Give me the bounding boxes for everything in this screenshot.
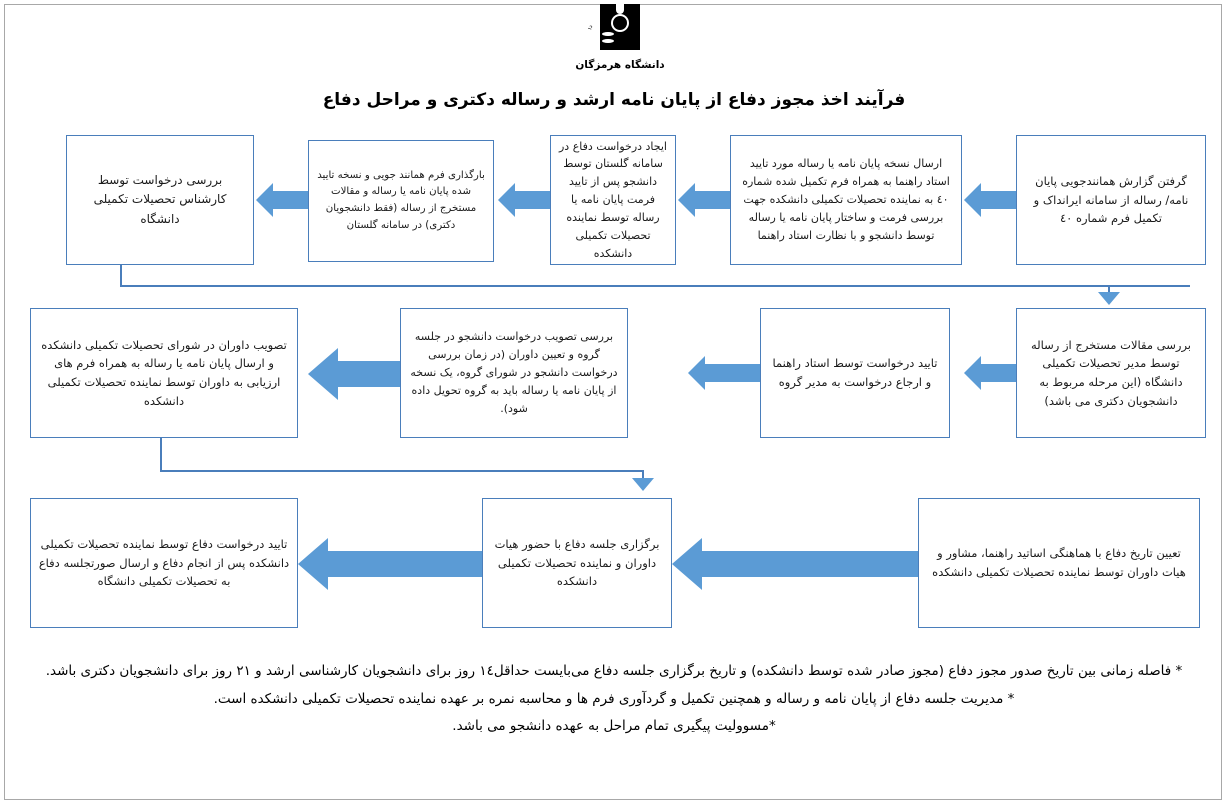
- flow-step-10[interactable]: تعیین تاریخ دفاع با هماهنگی اساتید راهنم…: [918, 498, 1200, 628]
- sun-disc: [613, 16, 627, 30]
- flow-step-3[interactable]: ایجاد درخواست دفاع در سامانه گلستان توسط…: [550, 135, 676, 265]
- connector-step5-across: [120, 285, 1190, 287]
- flow-step-6-text: بررسی مقالات مستخرج از رساله توسط مدیر ت…: [1030, 337, 1191, 408]
- arrow-step10-to-step11: [672, 538, 918, 590]
- flow-step-9[interactable]: تصویب داوران در شورای تحصیلات تکمیلی دان…: [30, 308, 298, 438]
- arrow-step7-to-step8: [688, 356, 760, 390]
- logo-arc-svg: دانشگاه علوم و فناوری: [584, 0, 595, 31]
- flow-step-1[interactable]: گرفتن گزارش همانندجویی پایان نامه/ رساله…: [1016, 135, 1206, 265]
- page-title: فرآیند اخذ مجوز دفاع از پایان نامه ارشد …: [322, 90, 906, 110]
- flow-step-4-text: بارگذاری فرم همانند جویی و نسخه تایید شد…: [317, 169, 485, 231]
- connector-step9-across: [160, 470, 644, 472]
- footnote-3: *مسوولیت پیگیری تمام مراحل به عهده دانشج…: [452, 718, 776, 735]
- flow-step-3-text: ایجاد درخواست دفاع در سامانه گلستان توسط…: [558, 139, 667, 260]
- flow-step-11[interactable]: برگزاری جلسه دفاع با حضور هیات داوران و …: [482, 498, 672, 628]
- flow-step-2-text: ارسال نسخه پایان نامه یا رساله مورد تایی…: [742, 157, 950, 242]
- footnotes: * فاصله زمانی بین تاریخ صدور مجوز دفاع (…: [14, 658, 1214, 741]
- flow-step-10-text: تعیین تاریخ دفاع با هماهنگی اساتید راهنم…: [932, 546, 1186, 579]
- flow-step-5-text: بررسی درخواست توسط کارشناس تحصیلات تکمیل…: [93, 172, 227, 226]
- flow-step-8[interactable]: بررسی تصویب درخواست دانشجو در جلسه گروه …: [400, 308, 628, 438]
- flow-step-11-text: برگزاری جلسه دفاع با حضور هیات داوران و …: [494, 537, 660, 589]
- open-book-emblem-icon: دانشگاه علوم و فناوری: [584, 0, 654, 58]
- connector-step9-down: [160, 438, 162, 472]
- arrow-step11-to-step12: [298, 538, 482, 590]
- wave-2: [602, 39, 638, 45]
- flow-step-5[interactable]: بررسی درخواست توسط کارشناس تحصیلات تکمیل…: [66, 135, 254, 265]
- arrow-step5-to-step6: [1098, 288, 1120, 306]
- university-logo: دانشگاه علوم و فناوری دانشگاه هرمزگان: [540, 0, 700, 80]
- flow-step-2[interactable]: ارسال نسخه پایان نامه یا رساله مورد تایی…: [730, 135, 962, 265]
- flow-step-7[interactable]: تایید درخواست توسط استاد راهنما و ارجاع …: [760, 308, 950, 438]
- flow-step-12[interactable]: تایید درخواست دفاع توسط نماینده تحصیلات …: [30, 498, 298, 628]
- flow-step-8-text: بررسی تصویب درخواست دانشجو در جلسه گروه …: [410, 330, 618, 415]
- connector-step10-drop: [642, 470, 644, 482]
- flow-step-7-text: تایید درخواست توسط استاد راهنما و ارجاع …: [772, 356, 938, 389]
- arrow-step3-to-step4: [498, 183, 550, 217]
- arrow-step9-to-step10: [632, 474, 654, 492]
- connector-step6-drop: [1108, 285, 1110, 297]
- book-spine-notch: [616, 2, 624, 14]
- svg-text:دانشگاه علوم و فناوری: دانشگاه علوم و فناوری: [588, 2, 595, 31]
- connector-step5-down: [120, 265, 122, 287]
- logo-caption: دانشگاه هرمزگان: [575, 59, 665, 71]
- arrow-step4-to-step5: [256, 183, 308, 217]
- arrow-step6-to-step7: [964, 356, 1016, 390]
- wave-1: [602, 32, 638, 38]
- footnote-1: * فاصله زمانی بین تاریخ صدور مجوز دفاع (…: [45, 663, 1183, 679]
- flow-step-12-text: تایید درخواست دفاع توسط نماینده تحصیلات …: [38, 537, 290, 589]
- flow-step-6[interactable]: بررسی مقالات مستخرج از رساله توسط مدیر ت…: [1016, 308, 1206, 438]
- flow-step-9-text: تصویب داوران در شورای تحصیلات تکمیلی دان…: [41, 337, 287, 408]
- arrow-step2-to-step3: [678, 183, 730, 217]
- arrow-step1-to-step2: [964, 183, 1016, 217]
- arrow-step8-to-step9: [308, 348, 400, 400]
- flow-step-1-text: گرفتن گزارش همانندجویی پایان نامه/ رساله…: [1033, 174, 1189, 226]
- flow-step-4[interactable]: بارگذاری فرم همانند جویی و نسخه تایید شد…: [308, 140, 494, 262]
- footnote-2: * مدیریت جلسه دفاع از پایان نامه و رساله…: [213, 690, 1015, 707]
- logo-arc-text: دانشگاه علوم و فناوری: [584, 0, 652, 32]
